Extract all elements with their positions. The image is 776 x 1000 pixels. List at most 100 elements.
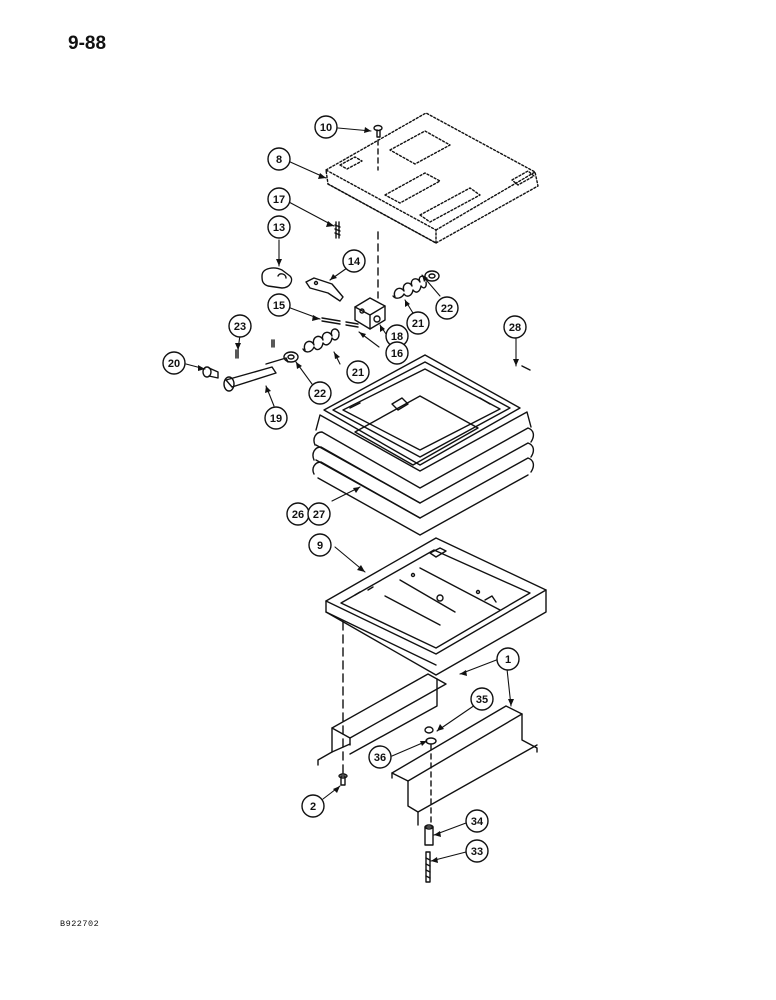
lever-plate-part [305,277,344,302]
pin-part [321,317,341,325]
callout-20: 20 [162,351,186,375]
page-number: 9-88 [68,33,107,54]
screw-part [373,124,383,138]
callout-21a: 21 [406,311,430,335]
bracket-block-part [354,297,386,330]
callout-19: 19 [264,406,288,430]
nut-part [424,726,434,734]
callout-label: 21 [412,318,424,330]
callout-circle [496,647,520,671]
callout-label: 10 [320,122,332,134]
callout-label: 26 [292,509,304,521]
callout-label: 21 [352,367,364,379]
callout-17: 17 [267,187,291,211]
callout-label: 28 [509,322,521,334]
handle-part [223,357,289,392]
callout-circle [346,360,370,384]
callout-18: 18 [385,324,409,348]
callout-2: 2 [301,794,325,818]
callout-label: 22 [314,388,326,400]
callout-label: 23 [234,321,246,333]
callout-group: 10 8 17 13 14 22 15 21 18 23 28 16 20 21 22 19 26 27 9 1 35 3… [162,115,527,863]
leader-arrowheads [198,127,519,863]
callout-label: 13 [273,222,285,234]
seat-pan-part [325,112,539,244]
callout-36: 36 [368,745,392,769]
callout-circle [368,745,392,769]
callout-circle [308,533,332,557]
callout-circle [470,687,494,711]
callout-label: 35 [476,694,488,706]
callout-label: 14 [348,256,361,268]
callout-26: 26 [286,502,310,526]
mounting-bracket-part [391,705,538,826]
callout-label: 22 [441,303,453,315]
callout-circle [435,296,459,320]
callout-13: 13 [267,215,291,239]
spacer-part [424,824,434,846]
callout-33: 33 [465,839,489,863]
callout-27: 27 [307,502,331,526]
callout-circle [267,293,291,317]
latch-part [261,267,293,289]
callout-label: 36 [374,752,386,764]
small-pin-part [334,221,341,239]
callout-22a: 22 [435,296,459,320]
callout-circle [342,249,366,273]
spring-part [392,275,427,299]
callout-14: 14 [342,249,366,273]
callout-circle [385,341,409,365]
callout-8: 8 [267,147,291,171]
small-pin-part [271,339,275,348]
small-pin-part [235,349,239,359]
spring-part [302,328,340,353]
callout-label: 18 [391,331,403,343]
callout-label: 34 [471,816,484,828]
callout-35: 35 [470,687,494,711]
callout-label: 27 [313,509,325,521]
callout-circle [162,351,186,375]
callout-circle [465,839,489,863]
callout-16: 16 [385,341,409,365]
callout-label: 19 [270,413,282,425]
callout-circle [228,314,252,338]
callout-circle [307,502,331,526]
figure-code: B922702 [60,919,100,929]
callout-28: 28 [503,315,527,339]
callout-34: 34 [465,809,489,833]
callout-label: 16 [391,348,403,360]
bolt-part [338,773,348,786]
callout-label: 1 [505,654,511,666]
callout-circle [267,147,291,171]
callout-circle [264,406,288,430]
callout-label: 33 [471,846,483,858]
callout-label: 20 [168,358,180,370]
callout-22b: 22 [308,381,332,405]
callout-label: 17 [273,194,285,206]
bushing-part [424,270,440,282]
callout-1: 1 [496,647,520,671]
base-frame-part [325,537,547,676]
bellows-part [312,354,535,536]
callout-label: 9 [317,540,323,552]
callout-circle [406,311,430,335]
callout-circle [301,794,325,818]
screw-part [521,365,531,371]
callout-circle [267,215,291,239]
callout-23: 23 [228,314,252,338]
callout-label: 2 [310,801,316,813]
small-pin-part [345,321,359,328]
mounting-bracket-part [317,673,447,766]
callout-circle [267,187,291,211]
callout-9: 9 [308,533,332,557]
leader-lines [185,127,517,862]
callout-circle [308,381,332,405]
callout-circle [465,809,489,833]
callout-label: 8 [276,154,282,166]
callout-label: 15 [273,300,285,312]
bolt-part [202,366,219,379]
callout-21b: 21 [346,360,370,384]
callout-circle [503,315,527,339]
bushing-part [283,351,299,363]
